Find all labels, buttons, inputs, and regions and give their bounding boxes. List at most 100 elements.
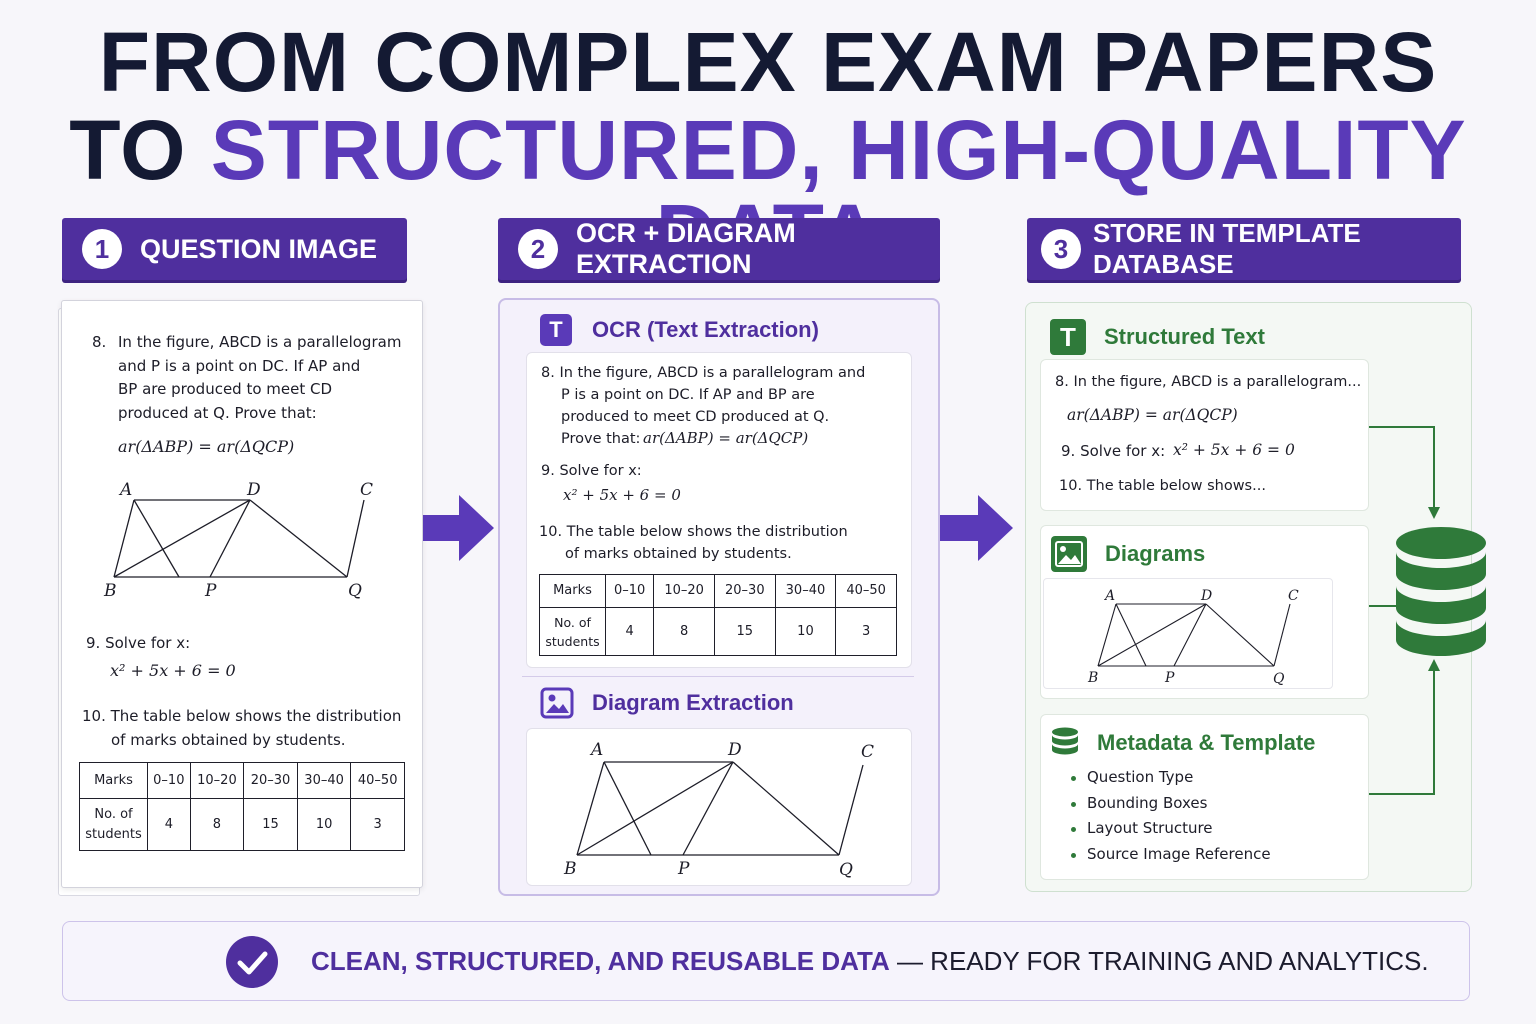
ext-label-d: D [727, 740, 742, 760]
diagram-extraction-title: Diagram Extraction [592, 690, 794, 715]
ocr-table-header-students: No. of students [539, 607, 606, 656]
stored-label-d: D [1200, 588, 1212, 604]
table-count-1: 4 [147, 798, 191, 851]
step-1-header: 1 QUESTION IMAGE [62, 218, 407, 280]
section-divider [522, 676, 914, 677]
table-count-2: 8 [189, 798, 245, 851]
ocr-q8-math: ar(ΔABP) = ar(ΔQCP) [643, 429, 809, 447]
table-range-1: 0–10 [147, 762, 191, 799]
label-a: A [118, 480, 132, 500]
table-count-4: 10 [296, 798, 352, 851]
label-b: B [103, 581, 117, 601]
banner-accent: CLEAN, STRUCTURED, AND REUSABLE DATA [311, 946, 890, 976]
ocr-q8-line-2: P is a point on DC. If AP and BP are [561, 387, 815, 403]
ocr-q8-line-4: Prove that: [561, 431, 641, 447]
diagram-image-icon [1051, 536, 1087, 572]
ocr-q9-math: x² + 5x + 6 = 0 [563, 486, 681, 504]
table-count-3: 15 [243, 798, 298, 851]
marks-table: Marks 0–10 10–20 20–30 30–40 40–50 No. o… [79, 762, 405, 851]
q9-math: x² + 5x + 6 = 0 [110, 661, 236, 680]
ocr-table-range-4: 30–40 [774, 574, 837, 608]
q9-label: 9. Solve for x: [86, 634, 191, 652]
metadata-section-title: Metadata & Template [1051, 727, 1315, 759]
main-title-line-1: FROM COMPLEX EXAM PAPERS [98, 15, 1438, 109]
students-header-line-2: students [85, 826, 142, 842]
title-prefix: TO [69, 103, 211, 197]
q10-line-2: of marks obtained by students. [111, 731, 346, 749]
title-accent: STRUCTURED, HIGH-QUALITY DATA [210, 103, 1467, 276]
ext-label-a: A [589, 740, 603, 760]
q8-line-1: In the figure, ABCD is a parallelogram [118, 333, 402, 351]
diagrams-title: Diagrams [1105, 541, 1206, 566]
arrow-down-icon [1428, 507, 1440, 519]
ocr-students-line-1: No. of [554, 614, 591, 630]
ocr-text-card: 8. In the figure, ABCD is a parallelogra… [526, 352, 912, 668]
ocr-table-count-4: 10 [774, 607, 837, 656]
ocr-table-range-1: 0–10 [604, 574, 655, 608]
stored-diagram-frame: A D C B P Q [1043, 578, 1333, 689]
ocr-title: OCR (Text Extraction) [592, 317, 819, 342]
extracted-diagram-card: A D C B P Q [526, 728, 912, 886]
q8-math: ar(ΔABP) = ar(ΔQCP) [118, 437, 295, 456]
diagram-section-title: Diagram Extraction [540, 686, 794, 720]
q8-line-4: produced at Q. Prove that: [118, 404, 317, 422]
diagrams-card: Diagrams A D C B P [1040, 525, 1369, 699]
banner-text: CLEAN, STRUCTURED, AND REUSABLE DATA — R… [311, 946, 1429, 977]
ocr-table-count-5: 3 [835, 607, 897, 656]
ocr-table-range-3: 20–30 [713, 574, 776, 608]
extracted-parallelogram-figure: A D C B P Q [563, 740, 874, 880]
image-icon [540, 687, 574, 719]
structured-math: ar(ΔABP) = ar(ΔQCP) [1067, 406, 1238, 424]
ext-label-p: P [677, 859, 690, 879]
stored-label-q: Q [1273, 671, 1285, 687]
stored-label-p: P [1164, 670, 1175, 686]
structured-text-title: Structured Text [1104, 324, 1265, 349]
step-2-number: 2 [518, 229, 558, 269]
ocr-q10-line-1: 10. The table below shows the distributi… [539, 524, 848, 540]
structured-q9-math: x² + 5x + 6 = 0 [1173, 441, 1295, 459]
label-d: D [246, 480, 261, 500]
students-header-line-1: No. of [94, 806, 133, 822]
ocr-q8-line-1: 8. In the figure, ABCD is a parallelogra… [541, 365, 866, 381]
label-q: Q [348, 581, 362, 601]
metadata-title: Metadata & Template [1097, 730, 1316, 755]
stored-label-a: A [1103, 588, 1115, 604]
summary-banner: CLEAN, STRUCTURED, AND REUSABLE DATA — R… [62, 921, 1470, 1001]
structured-text-card: 8. In the figure, ABCD is a parallelogra… [1040, 359, 1369, 511]
ocr-table-header-marks: Marks [539, 574, 606, 608]
table-range-3: 20–30 [243, 762, 298, 799]
ocr-table-count-2: 8 [653, 607, 715, 656]
main-title-line-2: TO STRUCTURED, HIGH-QUALITY DATA [0, 108, 1536, 276]
extraction-panel: T OCR (Text Extraction) 8. In the figure… [498, 298, 940, 896]
stored-label-c: C [1288, 588, 1299, 604]
template-database-panel: T Structured Text 8. In the figure, ABCD… [1025, 302, 1486, 892]
q8-line-3: BP are produced to meet CD [118, 380, 333, 398]
structured-text-t-icon: T [1050, 319, 1086, 355]
arrow-up-icon [1428, 659, 1440, 671]
ocr-table-range-2: 10–20 [653, 574, 715, 608]
structured-line-3: 10. The table below shows... [1059, 478, 1266, 494]
table-header-students: No. of students [79, 798, 148, 851]
ext-label-c: C [861, 742, 874, 762]
question-image-panel: 8. In the figure, ABCD is a parallelogra… [58, 300, 424, 896]
table-header-marks: Marks [79, 762, 148, 799]
ocr-q9-label: 9. Solve for x: [541, 463, 642, 479]
ocr-table-count-3: 15 [713, 607, 776, 656]
q10-line-1: 10. The table below shows the distributi… [82, 707, 402, 725]
structured-text-section-title: T Structured Text [1050, 319, 1265, 355]
arrow-right-icon [423, 495, 494, 561]
step-1-number: 1 [82, 229, 122, 269]
ocr-students-line-2: students [545, 633, 600, 649]
table-range-5: 40–50 [350, 762, 405, 799]
step-3-label: STORE IN TEMPLATE DATABASE [1093, 218, 1361, 279]
label-p: P [204, 581, 217, 601]
structured-line-1: 8. In the figure, ABCD is a parallelogra… [1055, 374, 1362, 390]
q8-number: 8. [92, 333, 107, 351]
ocr-table-count-1: 4 [604, 607, 655, 656]
database-icon [1052, 727, 1078, 755]
exam-paper: 8. In the figure, ABCD is a parallelogra… [61, 300, 423, 888]
structured-q9-label: 9. Solve for x: [1061, 442, 1166, 460]
diagrams-section-title: Diagrams [1051, 536, 1205, 572]
metadata-list: Question Type Bounding Boxes Layout Stru… [1069, 765, 1271, 867]
metadata-item-layout-structure: Layout Structure [1069, 816, 1271, 842]
